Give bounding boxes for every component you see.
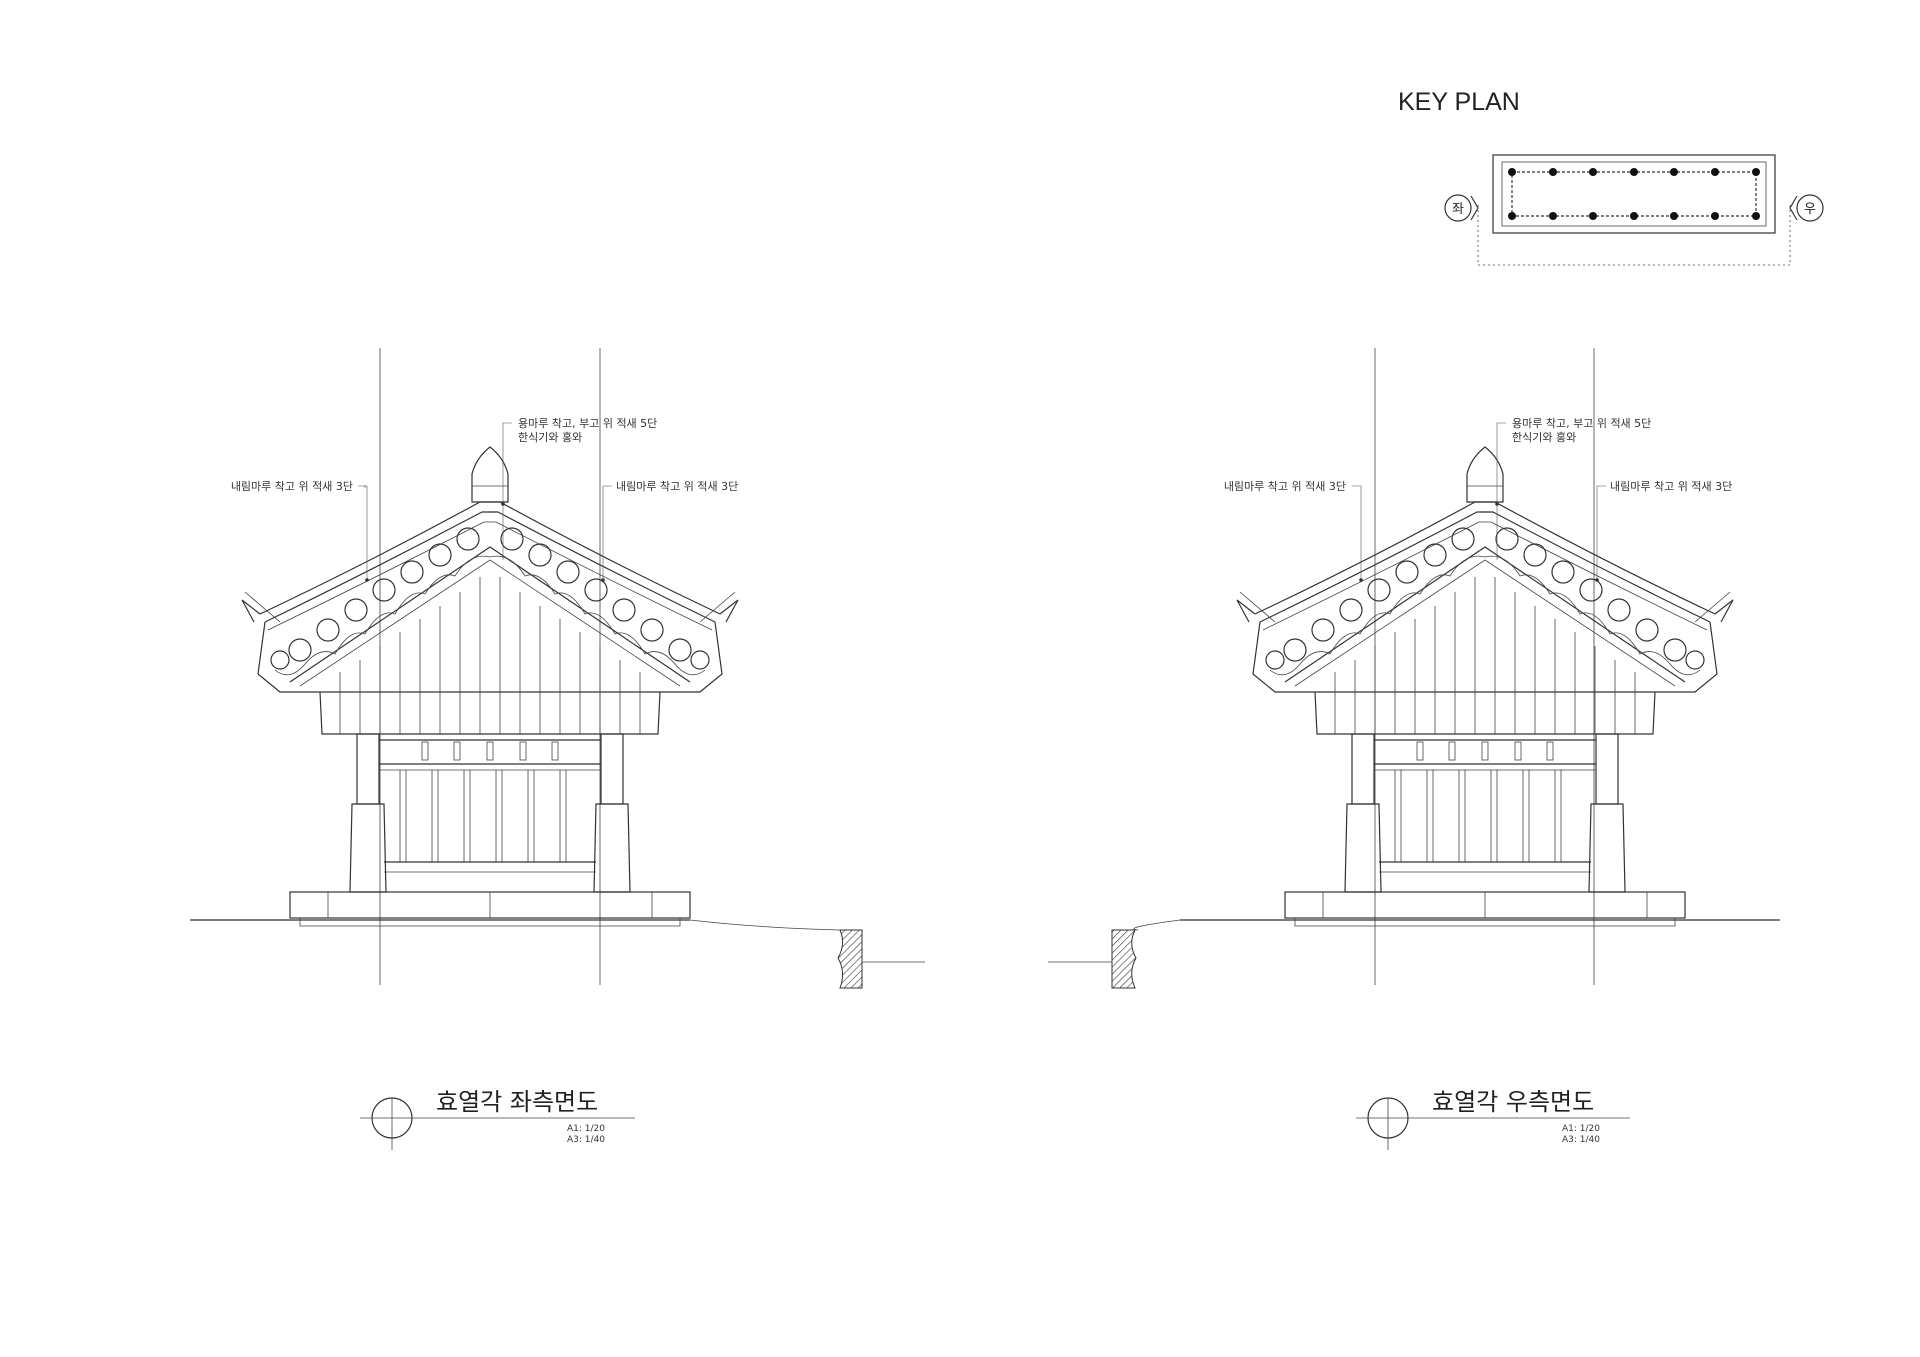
key-plan-diagram <box>1477 154 1791 266</box>
right-title-block: 효열각 우측면도 A1: 1/20 A3: 1/40 <box>1356 1088 1630 1150</box>
note-hip-right: 내림마루 착고 위 적새 3단 <box>616 480 738 493</box>
key-plan-right-marker: 우 <box>1789 194 1824 222</box>
scale-a1: A1: 1/20 <box>1562 1124 1600 1134</box>
left-elevation: 용마루 착고, 부고 위 적새 5단 한식기와 홍와 내림마루 착고 위 적새 … <box>190 348 925 1150</box>
drawing-title: 효열각 좌측면도 <box>436 1088 598 1116</box>
note-hip-left: 내림마루 착고 위 적새 3단 <box>1224 480 1346 493</box>
key-plan-title: KEY PLAN <box>1398 88 1520 116</box>
note-ridge-line2: 한식기와 홍와 <box>1512 430 1576 444</box>
scale-a1: A1: 1/20 <box>567 1124 605 1134</box>
right-elevation: 용마루 착고, 부고 위 적새 5단 한식기와 홍와 내림마루 착고 위 적새 … <box>1048 348 1780 1150</box>
svg-text:우: 우 <box>1804 202 1816 217</box>
drawing-title: 효열각 우측면도 <box>1432 1088 1594 1116</box>
key-plan-left-marker: 좌 <box>1444 194 1479 222</box>
note-ridge-line1: 용마루 착고, 부고 위 적새 5단 <box>1512 417 1651 430</box>
right-pavilion-drawing <box>1236 446 1734 927</box>
note-ridge-line1: 용마루 착고, 부고 위 적새 5단 <box>518 417 657 430</box>
scale-a3: A3: 1/40 <box>567 1135 605 1145</box>
left-pavilion-drawing <box>241 446 739 927</box>
svg-text:좌: 좌 <box>1452 202 1464 217</box>
scale-a3: A3: 1/40 <box>1562 1135 1600 1145</box>
note-hip-left: 내림마루 착고 위 적새 3단 <box>231 480 353 493</box>
note-hip-right: 내림마루 착고 위 적새 3단 <box>1610 480 1732 493</box>
left-title-block: 효열각 좌측면도 A1: 1/20 A3: 1/40 <box>360 1088 635 1150</box>
note-ridge-line2: 한식기와 홍와 <box>518 430 582 444</box>
right-wall-section <box>1048 929 1137 989</box>
left-wall-section <box>837 929 925 989</box>
